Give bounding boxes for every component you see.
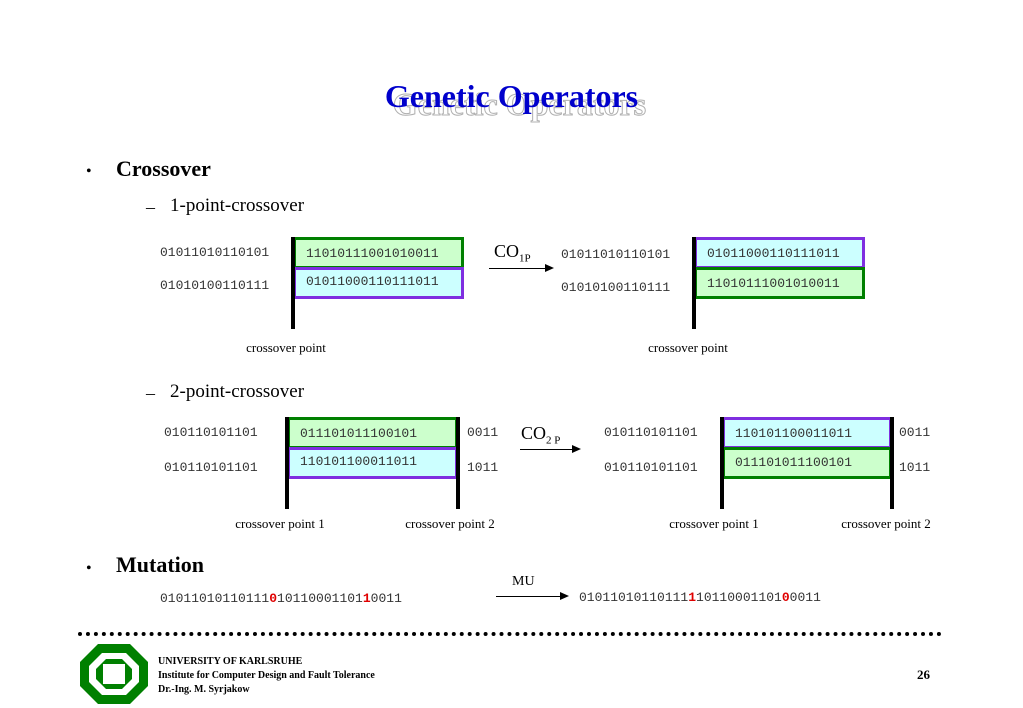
footer-institute: Institute for Computer Design and Fault … bbox=[158, 670, 375, 681]
mutated-bit: 1 bbox=[362, 591, 371, 606]
crossover-point-label: crossover point bbox=[648, 340, 728, 355]
gene-segment-cyan: 01011000110111011 bbox=[694, 237, 865, 269]
footer-university: UNIVERSITY OF KARLSRUHE bbox=[158, 656, 303, 667]
arrow-line bbox=[496, 596, 562, 597]
gene-segment-cyan: 110101100011011 bbox=[287, 447, 458, 479]
mutated-bit: 1 bbox=[688, 590, 697, 605]
gene-segment-green: 011101011100101 bbox=[722, 447, 892, 479]
gene-prefix: 010110101101 bbox=[164, 425, 258, 440]
crossover-point-1-line bbox=[285, 417, 289, 509]
crossover-point-2-line bbox=[890, 417, 894, 509]
bullet-marker: • bbox=[86, 163, 92, 180]
gene-prefix: 01011010110101 bbox=[160, 245, 270, 260]
crossover-point-1-label: crossover point 1 bbox=[235, 516, 325, 531]
mutated-bit: 0 bbox=[781, 590, 790, 605]
crossover-point-1-line bbox=[720, 417, 724, 509]
gene-prefix: 01011010110101 bbox=[561, 247, 671, 262]
crossover-point-line bbox=[692, 237, 696, 329]
mutation-heading: Mutation bbox=[116, 552, 204, 577]
university-logo-icon bbox=[80, 644, 148, 704]
bullet-marker: • bbox=[86, 560, 92, 577]
gene-segment-cyan: 110101100011011 bbox=[722, 417, 892, 449]
one-point-heading: 1-point-crossover bbox=[170, 195, 305, 216]
gene-prefix: 010110101101 bbox=[604, 425, 698, 440]
gene-segment-green: 11010111001010011 bbox=[694, 267, 865, 299]
page-number: 26 bbox=[917, 667, 930, 682]
arrow-head-icon bbox=[572, 445, 581, 453]
gene-suffix: 1011 bbox=[899, 460, 931, 475]
gene-suffix: 0011 bbox=[467, 425, 499, 440]
sub-bullet-marker: – bbox=[146, 197, 155, 217]
footer-author: Dr.-Ing. M. Syrjakow bbox=[158, 684, 250, 695]
page-title-shadow: Genetic Operators bbox=[392, 86, 647, 123]
footer-text: UNIVERSITY OF KARLSRUHE Institute for Co… bbox=[158, 655, 375, 697]
crossover-point-2-line bbox=[456, 417, 460, 509]
crossover-heading: Crossover bbox=[116, 156, 211, 181]
arrow-line bbox=[520, 449, 574, 450]
gene-prefix: 010110101101 bbox=[164, 460, 258, 475]
sub-bullet-marker: – bbox=[146, 383, 155, 403]
operator-label: CO1P bbox=[494, 241, 531, 265]
mutated-bit: 0 bbox=[269, 591, 278, 606]
operator-label: CO2 P bbox=[521, 423, 561, 447]
page-title: Genetic Operators Genetic Operators bbox=[0, 78, 1023, 126]
crossover-point-line bbox=[291, 237, 295, 329]
crossover-point-1-label: crossover point 1 bbox=[669, 516, 759, 531]
gene-prefix: 01010100110111 bbox=[561, 280, 671, 295]
gene-suffix: 0011 bbox=[899, 425, 931, 440]
mutation-operator-label: MU bbox=[512, 574, 535, 589]
page-title-text: Genetic Operators bbox=[384, 78, 639, 114]
arrow-line bbox=[489, 268, 547, 269]
two-point-heading: 2-point-crossover bbox=[170, 381, 305, 402]
arrow-head-icon bbox=[545, 264, 554, 272]
gene-prefix: 01010100110111 bbox=[160, 278, 270, 293]
crossover-point-2-label: crossover point 2 bbox=[405, 516, 495, 531]
gene-segment-cyan: 01011000110111011 bbox=[293, 267, 464, 299]
footer-separator bbox=[78, 632, 942, 636]
mutation-before-gene: 0101101011011101011000110110011 bbox=[160, 591, 402, 606]
gene-segment-green: 011101011100101 bbox=[287, 417, 458, 449]
mutation-after-gene: 0101101011011111011000110100011 bbox=[579, 590, 821, 605]
gene-prefix: 010110101101 bbox=[604, 460, 698, 475]
crossover-point-label: crossover point bbox=[246, 340, 326, 355]
gene-suffix: 1011 bbox=[467, 460, 499, 475]
arrow-head-icon bbox=[560, 592, 569, 600]
crossover-point-2-label: crossover point 2 bbox=[841, 516, 931, 531]
gene-segment-green: 11010111001010011 bbox=[293, 237, 464, 269]
